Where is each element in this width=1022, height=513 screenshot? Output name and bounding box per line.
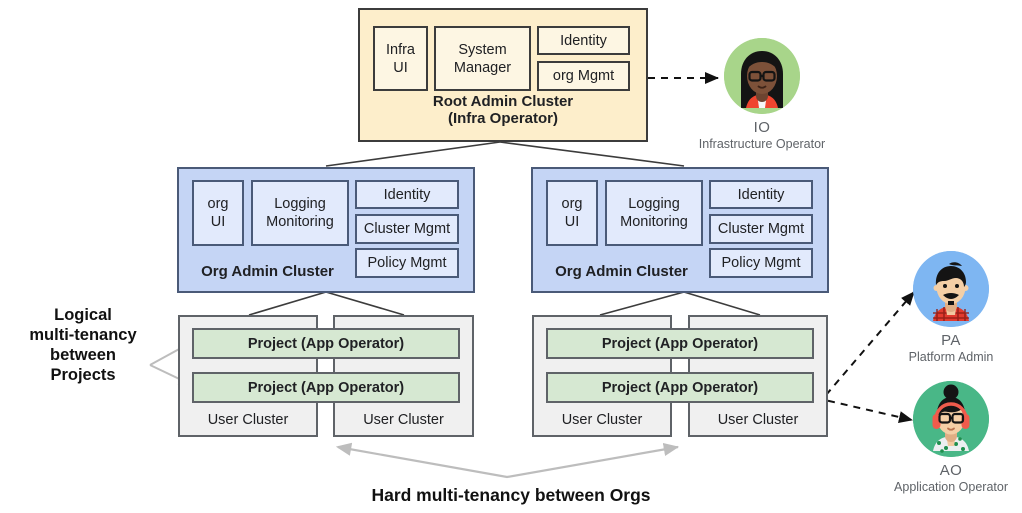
chip-org-ui-right[interactable]: org UI: [546, 180, 598, 246]
project-right-bottom[interactable]: Project (App Operator): [546, 372, 814, 403]
chip-policy-mgmt-right[interactable]: Policy Mgmt: [709, 248, 813, 278]
project-left-top-label: Project (App Operator): [247, 335, 405, 352]
chip-identity-left-label: Identity: [383, 186, 431, 203]
avatar-pa-illustration: [913, 251, 989, 327]
logical-multitenancy-line1: Logical: [54, 306, 112, 324]
hard-multitenancy-text: Hard multi-tenancy between Orgs: [371, 485, 651, 505]
root-cluster-title-line2-text: (Infra Operator): [447, 110, 558, 127]
chip-logging-left-line2: Monitoring: [266, 214, 334, 230]
avatar-io-illustration: [724, 38, 800, 114]
user-cluster-right-1-label: User Cluster: [532, 410, 672, 430]
chip-org-mgmt-label: org Mgmt: [552, 68, 615, 84]
user-cluster-left-1-label-text: User Cluster: [207, 412, 289, 428]
user-cluster-right-2-label: User Cluster: [688, 410, 828, 430]
root-cluster-title-line1: Root Admin Cluster: [358, 93, 648, 110]
chip-identity-root-label: Identity: [560, 32, 607, 49]
project-right-top-label: Project (App Operator): [601, 335, 759, 352]
chip-org-ui-right-line1: org: [561, 196, 583, 212]
project-left-top[interactable]: Project (App Operator): [192, 328, 460, 359]
user-cluster-left-1-label: User Cluster: [178, 410, 318, 430]
persona-pa-name: Platform Admin: [908, 350, 994, 364]
chip-identity-left[interactable]: Identity: [355, 180, 459, 209]
chip-org-ui-left-line1: org: [207, 196, 229, 212]
avatar-ao-illustration: [913, 381, 989, 457]
persona-pa-code: PA: [941, 332, 961, 349]
avatar-ao: [913, 381, 989, 457]
chip-cluster-mgmt-right[interactable]: Cluster Mgmt: [709, 214, 813, 244]
chip-cluster-mgmt-right-label: Cluster Mgmt: [717, 221, 805, 237]
chip-policy-mgmt-left-label: Policy Mgmt: [367, 255, 447, 271]
chip-identity-root[interactable]: Identity: [537, 26, 630, 55]
chip-policy-mgmt-left[interactable]: Policy Mgmt: [355, 248, 459, 278]
logical-multitenancy-line2: multi-tenancy: [29, 326, 137, 344]
org-admin-cluster-right-title: Org Admin Cluster: [539, 262, 704, 280]
project-right-bottom-label: Project (App Operator): [601, 379, 759, 396]
chip-identity-right-label: Identity: [737, 186, 785, 203]
user-cluster-left-2-label: User Cluster: [333, 410, 474, 430]
user-cluster-right-1-label-text: User Cluster: [561, 412, 643, 428]
persona-io[interactable]: IO Infrastructure Operator: [699, 38, 825, 151]
chip-logging-monitoring-right[interactable]: Logging Monitoring: [605, 180, 703, 246]
chip-org-ui-left-line2: UI: [210, 214, 226, 230]
chip-infra-ui[interactable]: Infra UI: [373, 26, 428, 91]
user-cluster-left-2-label-text: User Cluster: [363, 412, 444, 428]
chip-cluster-mgmt-left-label: Cluster Mgmt: [363, 221, 451, 237]
org-admin-cluster-right-title-text: Org Admin Cluster: [555, 262, 688, 280]
persona-io-name: Infrastructure Operator: [698, 137, 826, 151]
logical-multitenancy-line4: Projects: [50, 366, 116, 384]
persona-ao-code: AO: [939, 462, 963, 479]
root-cluster-title-line2: (Infra Operator): [358, 110, 648, 127]
persona-pa[interactable]: PA Platform Admin: [909, 251, 993, 364]
persona-ao[interactable]: AO Application Operator: [894, 381, 1008, 494]
project-right-top[interactable]: Project (App Operator): [546, 328, 814, 359]
org-admin-cluster-left-title: Org Admin Cluster: [185, 262, 350, 280]
logical-multitenancy-annotation: Logical multi-tenancy between Projects: [18, 305, 148, 385]
chip-org-mgmt[interactable]: org Mgmt: [537, 61, 630, 91]
avatar-pa: [913, 251, 989, 327]
chip-system-manager-label: System Manager: [453, 41, 512, 76]
persona-ao-name: Application Operator: [894, 480, 1008, 494]
chip-policy-mgmt-right-label: Policy Mgmt: [721, 255, 801, 271]
chip-org-ui-left[interactable]: org UI: [192, 180, 244, 246]
root-cluster-title-line1-text: Root Admin Cluster: [432, 93, 574, 110]
logical-multitenancy-line3: between: [49, 346, 117, 364]
user-cluster-right-2-label-text: User Cluster: [717, 412, 799, 428]
chip-logging-left-line1: Logging: [274, 196, 326, 212]
chip-cluster-mgmt-left[interactable]: Cluster Mgmt: [355, 214, 459, 244]
chip-logging-monitoring-left[interactable]: Logging Monitoring: [251, 180, 349, 246]
persona-io-code: IO: [753, 119, 771, 136]
chip-infra-ui-label-line1: Infra UI: [385, 41, 415, 76]
org-admin-cluster-left-title-text: Org Admin Cluster: [201, 262, 334, 280]
chip-identity-right[interactable]: Identity: [709, 180, 813, 209]
project-left-bottom-label: Project (App Operator): [247, 379, 405, 396]
chip-logging-right-line1: Logging: [628, 196, 680, 212]
avatar-io: [724, 38, 800, 114]
hard-multitenancy-annotation: Hard multi-tenancy between Orgs: [0, 485, 1022, 506]
chip-org-ui-right-line2: UI: [564, 214, 580, 230]
project-left-bottom[interactable]: Project (App Operator): [192, 372, 460, 403]
chip-logging-right-line2: Monitoring: [620, 214, 688, 230]
chip-system-manager[interactable]: System Manager: [434, 26, 531, 91]
